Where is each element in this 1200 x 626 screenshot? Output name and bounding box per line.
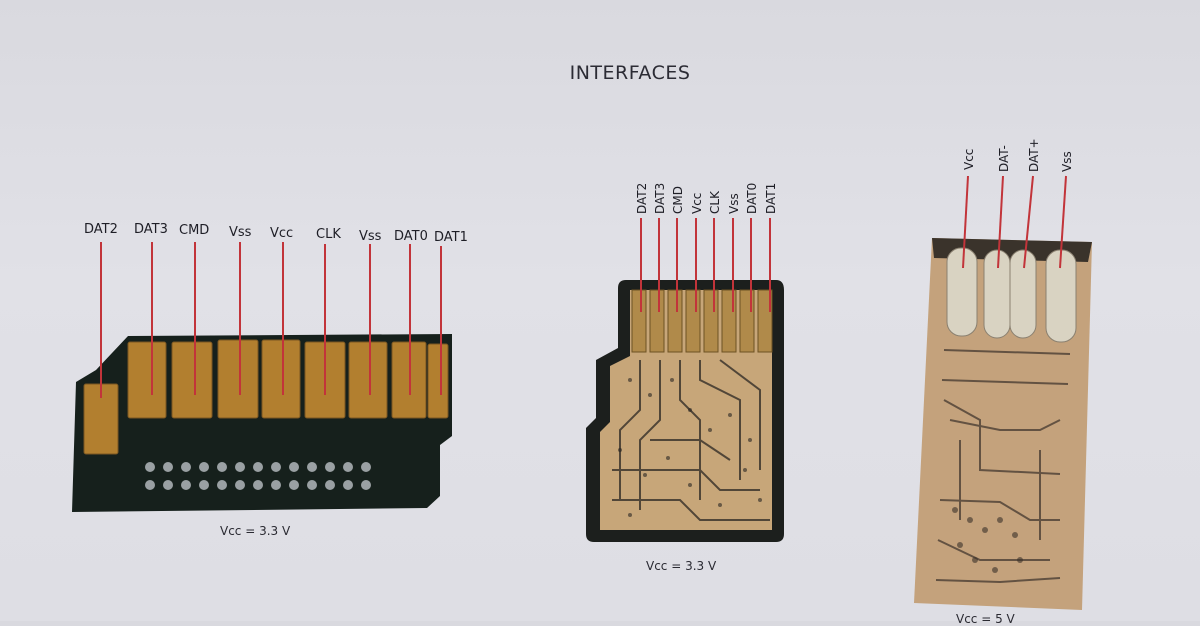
sd-pin-label: DAT3	[134, 222, 168, 237]
microsd-voltage-caption: Vcc = 3.3 V	[646, 559, 717, 573]
usb-pin-label: DAT+	[1027, 138, 1041, 172]
sd-pin-label: Vcc	[270, 226, 294, 241]
sd-pin-label: CLK	[316, 227, 341, 242]
usb-voltage-caption: Vcc = 5 V	[956, 612, 1015, 626]
sd-pin-label: CMD	[179, 223, 210, 238]
usb-pin-label: DAT-	[997, 145, 1011, 172]
usb-pin-label: Vss	[1060, 151, 1074, 172]
usb-pin-label: Vcc	[962, 148, 976, 170]
sd-pin-label: Vss	[229, 225, 252, 240]
sd-pin-label: DAT2	[84, 222, 118, 237]
page-title: INTERFACES	[569, 62, 691, 84]
sd-voltage-caption: Vcc = 3.3 V	[220, 524, 291, 538]
sd-pin-label: DAT0	[394, 229, 428, 244]
sd-pin-label: DAT1	[434, 230, 468, 245]
sd-pin-label: Vss	[359, 229, 382, 244]
